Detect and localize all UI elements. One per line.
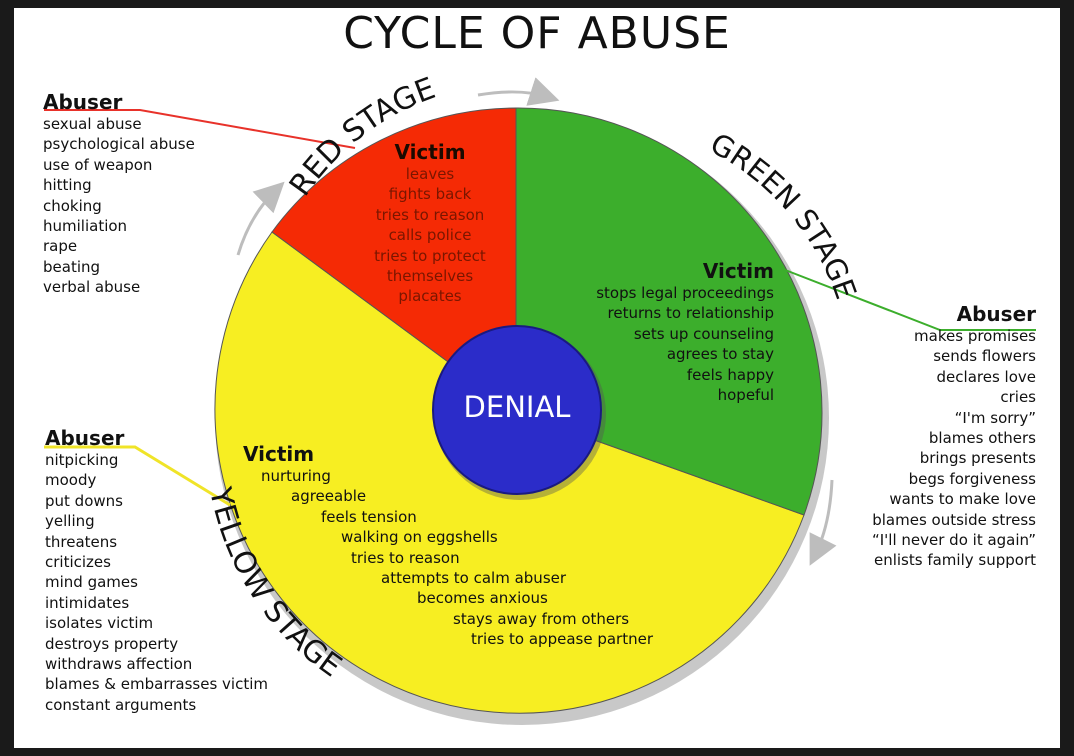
- red-victim-item: fights back: [388, 185, 472, 204]
- yellow-victim-item: nurturing: [261, 467, 331, 485]
- red-stage-wedge: [271, 107, 517, 413]
- red-abuser-item: rape: [43, 237, 78, 256]
- green-victim-item: returns to relationship: [607, 304, 774, 323]
- yellow-victim-item: tries to reason: [351, 548, 460, 567]
- red-abuser-item: sexual abuse: [43, 115, 142, 133]
- red-victim-item: themselves: [386, 267, 474, 286]
- yellow-abuser-item: withdraws affection: [45, 655, 193, 674]
- yellow-abuser-item: threatens: [45, 532, 118, 551]
- page-title: CYCLE OF ABUSE: [343, 8, 731, 59]
- green-abuser-item: begs forgiveness: [908, 469, 1036, 488]
- red-abuser-item: use of weapon: [43, 155, 153, 174]
- yellow-abuser-item: put downs: [45, 491, 123, 510]
- green-abuser-item: wants to make love: [889, 490, 1036, 509]
- yellow-victim-item: walking on eggshells: [341, 528, 498, 547]
- green-abuser-item: makes promises: [914, 327, 1036, 345]
- yellow-abuser-item: constant arguments: [45, 695, 197, 714]
- arrow-yellow-to-red-icon: [236, 181, 285, 256]
- green-abuser-item: “I'm sorry”: [954, 408, 1036, 427]
- green-victim-list: stops legal proceedings returns to relati…: [555, 283, 774, 405]
- yellow-abuser-item: intimidates: [45, 593, 130, 612]
- yellow-abuser-item: yelling: [45, 512, 95, 531]
- yellow-abuser-item: blames & embarrasses victim: [45, 675, 268, 694]
- red-victim-item: tries to reason: [375, 205, 485, 224]
- yellow-abuser-item: destroys property: [45, 634, 179, 653]
- red-abuser-item: choking: [43, 196, 102, 215]
- yellow-victim-item: attempts to calm abuser: [381, 569, 567, 588]
- red-victim-item: calls police: [388, 226, 472, 245]
- denial-label: DENIAL: [463, 390, 571, 424]
- green-abuser-item: enlists family support: [873, 551, 1036, 570]
- yellow-abuser-item: moody: [45, 471, 97, 490]
- yellow-abuser-item: isolates victim: [45, 614, 154, 633]
- yellow-abuser-item: criticizes: [45, 553, 111, 572]
- yellow-victim-item: agreeable: [291, 487, 367, 506]
- red-victim-item: leaves: [405, 165, 455, 183]
- green-abuser-item: sends flowers: [933, 347, 1036, 366]
- red-victim-heading: Victim: [394, 140, 466, 164]
- green-victim-item: feels happy: [686, 365, 774, 384]
- yellow-abuser-item: nitpicking: [45, 451, 119, 469]
- green-victim-block: Victim stops legal proceedings returns to…: [555, 259, 774, 405]
- green-abuser-item: “I'll never do it again”: [871, 531, 1036, 550]
- red-abuser-item: hitting: [43, 176, 92, 195]
- green-abuser-item: brings presents: [919, 449, 1036, 468]
- red-victim-item: tries to protect: [374, 246, 486, 265]
- green-victim-item: sets up counseling: [633, 324, 774, 343]
- arrow-green-to-yellow-icon: [809, 479, 837, 566]
- green-victim-item: stops legal proceedings: [596, 284, 774, 302]
- green-abuser-item: blames others: [928, 429, 1036, 448]
- yellow-victim-item: becomes anxious: [417, 589, 548, 608]
- yellow-abuser-heading: Abuser: [45, 426, 125, 450]
- arrow-red-to-green-icon: [477, 77, 560, 106]
- yellow-victim-item: tries to appease partner: [471, 630, 653, 649]
- green-victim-item: hopeful: [717, 386, 774, 405]
- green-abuser-item: cries: [1000, 388, 1036, 407]
- red-abuser-heading: Abuser: [43, 90, 123, 114]
- red-abuser-item: verbal abuse: [43, 278, 141, 297]
- yellow-victim-item: stays away from others: [453, 609, 630, 628]
- yellow-abuser-item: mind games: [45, 573, 138, 592]
- red-abuser-item: humiliation: [43, 217, 128, 236]
- green-abuser-heading: Abuser: [956, 302, 1036, 326]
- red-abuser-item: psychological abuse: [43, 135, 195, 154]
- red-victim-item: placates: [398, 287, 462, 306]
- green-victim-item: agrees to stay: [666, 345, 774, 364]
- yellow-abuser-connector: [44, 445, 231, 507]
- yellow-victim-item: feels tension: [321, 507, 417, 526]
- green-abuser-item: blames outside stress: [872, 510, 1036, 529]
- denial-center-circle: [432, 325, 602, 495]
- green-abuser-item: declares love: [936, 367, 1036, 386]
- green-abuser-connector: [779, 267, 1036, 331]
- red-abuser-connector: [44, 109, 356, 149]
- yellow-victim-heading: Victim: [243, 442, 315, 466]
- red-abuser-item: beating: [43, 257, 101, 276]
- green-victim-heading: Victim: [702, 259, 774, 283]
